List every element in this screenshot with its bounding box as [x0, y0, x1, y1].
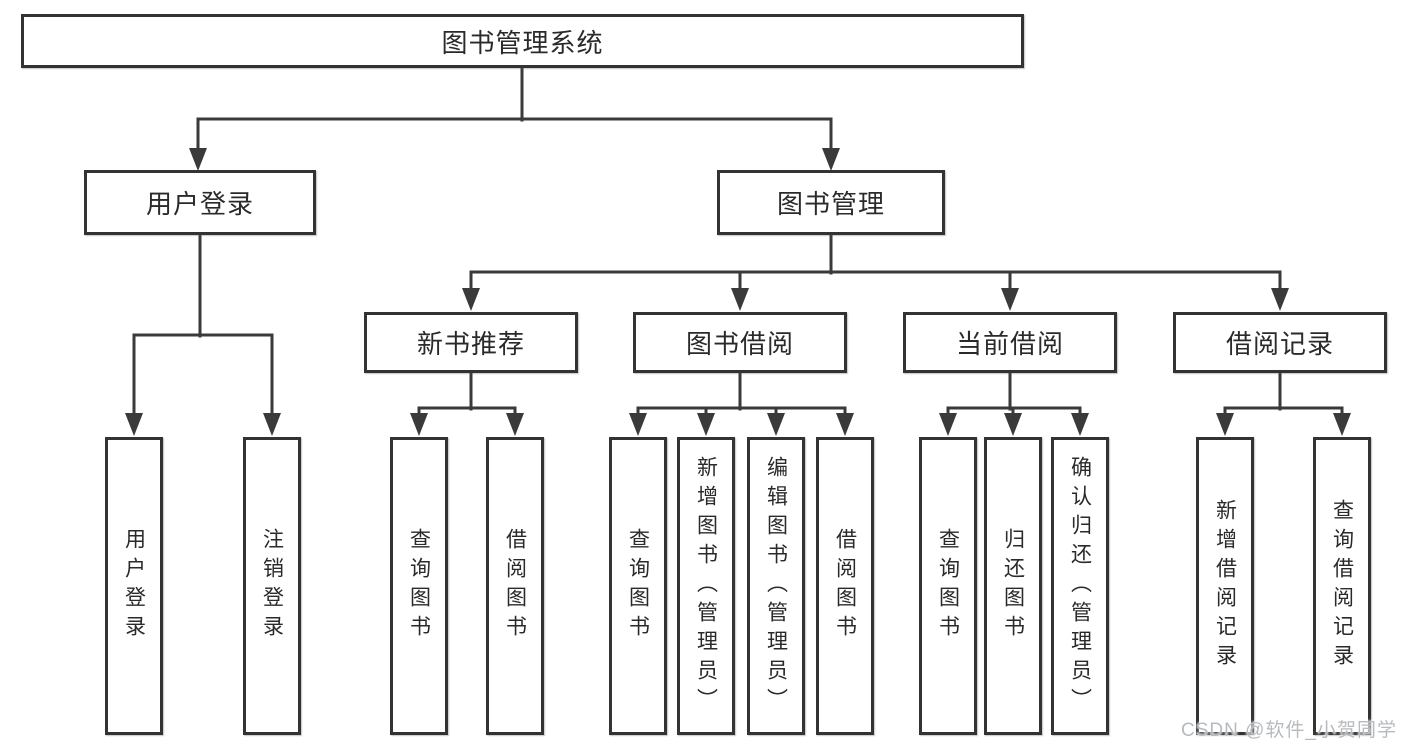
arrowhead [263, 413, 281, 436]
arrowhead [836, 413, 854, 436]
arrowhead [1071, 413, 1089, 436]
node-leaf-user-login: 用户登录 [105, 437, 163, 735]
node-book-mgmt: 图书管理 [717, 170, 945, 235]
arrowhead [189, 148, 207, 171]
book-mgmt-connector [462, 233, 1289, 311]
new-books-connector [410, 371, 524, 436]
arrowhead [1001, 288, 1019, 311]
node-label: 用户登录 [122, 528, 146, 644]
node-library-system: 图书管理系统 [21, 14, 1024, 68]
node-current: 当前借阅 [903, 312, 1117, 373]
node-user-login: 用户登录 [84, 170, 316, 235]
arrowhead [125, 413, 143, 436]
node-leaf-current-return: 归还图书 [984, 437, 1042, 735]
node-leaf-newbooks-borrow: 借阅图书 [486, 437, 544, 735]
node-label: 新书推荐 [416, 329, 525, 359]
user-login-connector [125, 233, 281, 436]
borrow-connector [629, 371, 854, 436]
node-label: 新增借阅记录 [1213, 499, 1237, 673]
node-leaf-borrow-edit-admin: 编辑图书（管理员） [747, 437, 805, 735]
node-label: 查询图书 [407, 528, 431, 644]
records-connector [1216, 371, 1351, 436]
node-label: 图书借阅 [685, 329, 794, 359]
arrowhead [629, 413, 647, 436]
arrowhead [462, 288, 480, 311]
arrowhead [767, 413, 785, 436]
arrowhead [1271, 288, 1289, 311]
node-label: 用户登录 [145, 189, 254, 219]
node-label: 归还图书 [1001, 528, 1025, 644]
arrowhead [1216, 413, 1234, 436]
node-leaf-records-query: 查询借阅记录 [1313, 437, 1371, 735]
node-label: 图书管理 [776, 189, 885, 219]
node-leaf-borrow-add-admin: 新增图书（管理员） [677, 437, 735, 735]
node-leaf-current-query: 查询图书 [919, 437, 977, 735]
node-label: 借阅图书 [503, 528, 527, 644]
node-label: 查询图书 [936, 528, 960, 644]
node-leaf-records-add: 新增借阅记录 [1196, 437, 1254, 735]
node-leaf-borrow-borrow: 借阅图书 [816, 437, 874, 735]
node-leaf-newbooks-query: 查询图书 [390, 437, 448, 735]
node-label: 确认归还（管理员） [1068, 455, 1092, 717]
root-connector [189, 66, 840, 171]
node-leaf-logout: 注销登录 [243, 437, 301, 735]
arrowhead [939, 413, 957, 436]
current-connector [939, 371, 1089, 436]
node-label: 编辑图书（管理员） [764, 455, 788, 717]
arrowhead [506, 413, 524, 436]
node-label: 查询借阅记录 [1330, 499, 1354, 673]
node-label: 当前借阅 [955, 329, 1064, 359]
arrowhead [1004, 413, 1022, 436]
node-leaf-borrow-query: 查询图书 [609, 437, 667, 735]
arrowhead [1333, 413, 1351, 436]
node-leaf-current-confirm-admin: 确认归还（管理员） [1051, 437, 1109, 735]
csdn-watermark: CSDN @软件_小贺同学 [1181, 720, 1397, 741]
node-records: 借阅记录 [1173, 312, 1387, 373]
node-label: 借阅图书 [833, 528, 857, 644]
node-label: 图书管理系统 [441, 27, 604, 58]
arrowhead [822, 148, 840, 171]
node-label: 注销登录 [260, 528, 284, 644]
node-label: 查询图书 [626, 528, 650, 644]
node-label: 借阅记录 [1225, 329, 1334, 359]
arrowhead [697, 413, 715, 436]
node-borrow: 图书借阅 [633, 312, 847, 373]
arrowhead [410, 413, 428, 436]
arrowhead [731, 288, 749, 311]
node-new-books: 新书推荐 [364, 312, 578, 373]
node-label: 新增图书（管理员） [694, 455, 718, 717]
